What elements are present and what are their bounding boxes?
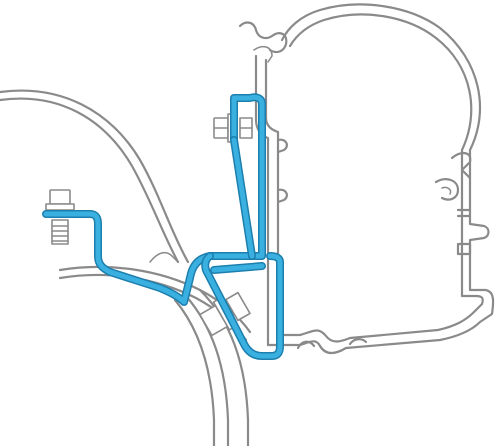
adapter-main-outline [43, 94, 265, 305]
rear-clip-upper [276, 138, 288, 154]
adapter-profile [42, 93, 284, 360]
bottom-rail-clip-2 [348, 338, 368, 346]
right-channel-hook-inner [441, 186, 452, 195]
gutter-channel [149, 251, 179, 263]
cassette-top-lip [238, 21, 288, 54]
cassette-outer-shell [266, 3, 495, 355]
hex-bolt-icon [49, 189, 71, 205]
rear-clip-lower [276, 188, 288, 204]
bottom-rail-clip [296, 340, 316, 350]
right-channel-hook [434, 178, 460, 201]
body-side-curve-b [184, 294, 230, 446]
adapter-inner-strut [211, 263, 265, 273]
cassette-inner-shell [278, 13, 484, 343]
adapter-lower-loop [202, 253, 283, 359]
cassette-top-lip-inner [253, 45, 273, 63]
right-channel-upper [450, 152, 472, 180]
right-channel-mid [456, 208, 472, 218]
body-side-curve-a [173, 298, 216, 446]
left-bolt [45, 189, 75, 245]
roof-inner-curve [0, 97, 180, 264]
left-bolt-washer [45, 203, 75, 211]
adapter-inner-vertical [231, 137, 255, 259]
lower-bolt-nut [225, 291, 251, 322]
body-side-curve-c [198, 288, 250, 446]
cassette-rear-wall-inner [264, 58, 280, 337]
right-channel-lower [456, 242, 472, 256]
roof-outer-curve [0, 89, 190, 264]
